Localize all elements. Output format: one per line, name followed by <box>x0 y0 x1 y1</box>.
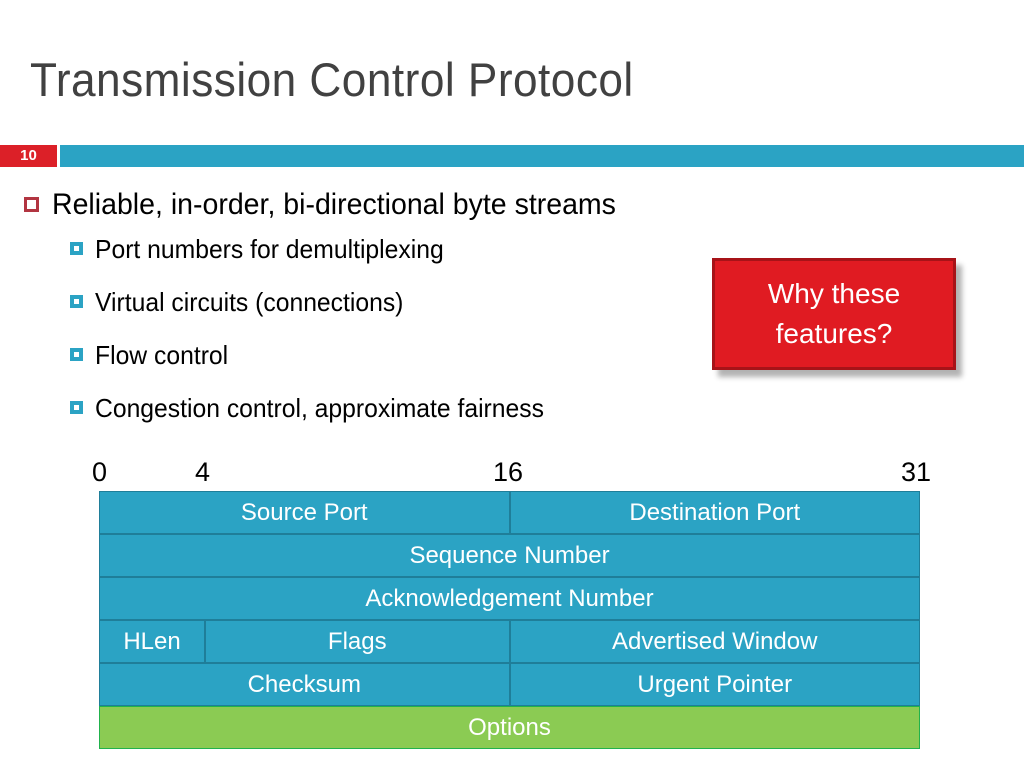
header-bar-line <box>60 145 1024 167</box>
square-filled-bullet-icon <box>70 401 83 414</box>
header-divider: 10 <box>0 145 1024 167</box>
tcp-field-urgent-pointer: Urgent Pointer <box>509 663 920 706</box>
tcp-field-source-port: Source Port <box>99 491 510 534</box>
tcp-field-checksum: Checksum <box>99 663 510 706</box>
tcp-header-row: Source Port Destination Port <box>99 491 920 534</box>
square-outline-bullet-icon <box>24 197 39 212</box>
list-item: Port numbers for demultiplexing <box>0 230 720 283</box>
tcp-header-row: Options <box>99 706 920 749</box>
tcp-header-row: Acknowledgement Number <box>99 577 920 620</box>
tcp-field-advertised-window: Advertised Window <box>509 620 920 663</box>
callout-box: Why these features? <box>712 258 956 370</box>
tcp-field-options: Options <box>99 706 920 749</box>
bullet-label: Port numbers for demultiplexing <box>95 234 444 264</box>
tcp-header-row: HLen Flags Advertised Window <box>99 620 920 663</box>
tcp-header-row: Checksum Urgent Pointer <box>99 663 920 706</box>
tcp-field-acknowledgement-number: Acknowledgement Number <box>99 577 920 620</box>
tcp-field-destination-port: Destination Port <box>509 491 920 534</box>
tcp-header-diagram: Source Port Destination Port Sequence Nu… <box>99 491 920 749</box>
bullet-label: Flow control <box>95 340 229 370</box>
page-title: Transmission Control Protocol <box>30 53 634 106</box>
square-filled-bullet-icon <box>70 242 83 255</box>
list-item: Virtual circuits (connections) <box>0 283 720 336</box>
bit-tick-31: 31 <box>901 457 932 487</box>
bullet-label: Reliable, in-order, bi-directional byte … <box>52 188 616 221</box>
list-item: Reliable, in-order, bi-directional byte … <box>0 186 720 230</box>
bullet-list: Reliable, in-order, bi-directional byte … <box>0 186 720 442</box>
tcp-field-sequence-number: Sequence Number <box>99 534 920 577</box>
tcp-field-flags: Flags <box>205 620 510 663</box>
slide-number-badge: 10 <box>0 145 57 167</box>
callout-line-2: features? <box>775 318 893 349</box>
bit-tick-16: 16 <box>493 457 524 487</box>
bit-position-ruler: 0 4 16 31 <box>0 457 1024 487</box>
list-item: Flow control <box>0 336 720 389</box>
square-filled-bullet-icon <box>70 348 83 361</box>
bit-tick-0: 0 <box>92 457 108 487</box>
list-item: Congestion control, approximate fairness <box>0 389 720 442</box>
tcp-header-row: Sequence Number <box>99 534 920 577</box>
tcp-field-hlen: HLen <box>99 620 205 663</box>
bullet-label: Virtual circuits (connections) <box>95 287 404 317</box>
bit-tick-4: 4 <box>195 457 211 487</box>
bullet-label: Congestion control, approximate fairness <box>95 393 544 423</box>
square-filled-bullet-icon <box>70 295 83 308</box>
callout-line-1: Why these <box>767 278 901 309</box>
